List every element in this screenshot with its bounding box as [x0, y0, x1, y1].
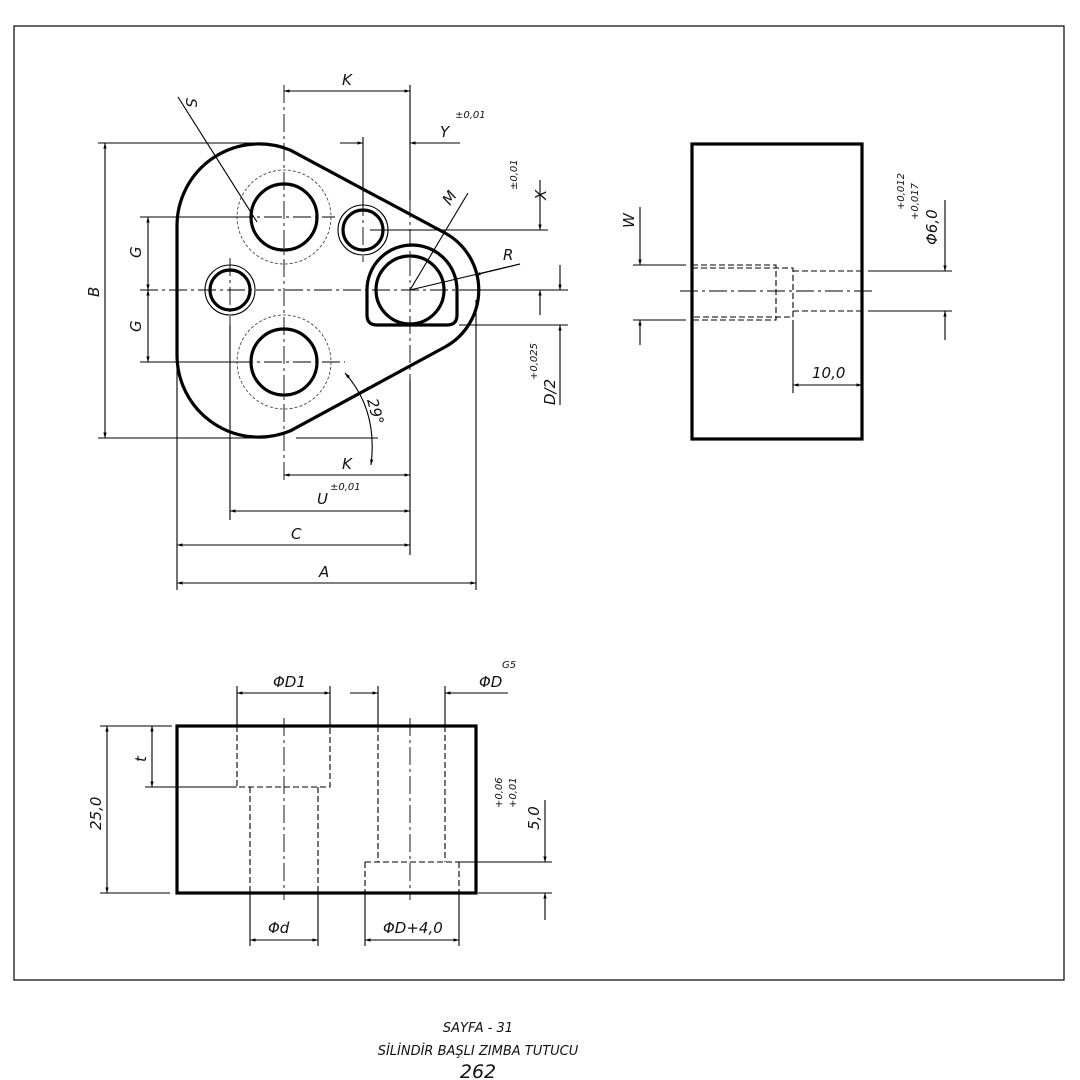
front-outline: [175, 724, 478, 895]
dim-u-tolerance: ±0,01: [330, 482, 361, 493]
pin-hole-left-ring: [204, 264, 256, 316]
dim-g-upper: G: [127, 246, 145, 258]
dim-k-top: K: [342, 71, 353, 89]
dim-5-tolerance-lower: +0,01: [508, 777, 519, 808]
dim-b: B: [85, 287, 103, 297]
dim-phi-d-fit: G5: [502, 660, 516, 671]
footer-number: 262: [460, 1061, 496, 1080]
footer-title: SİLİNDİR BAŞLI ZIMBA TUTUCU: [378, 1043, 579, 1059]
dim-w: W: [620, 212, 638, 228]
dim-5-tolerance-upper: +0,06: [494, 777, 505, 808]
dim-x-tolerance: ±0,01: [509, 159, 520, 190]
dim-y-tolerance: ±0,01: [455, 110, 486, 121]
dim-phi-d1: ΦD1: [273, 673, 306, 691]
punch-hole: [374, 254, 446, 326]
side-outline: [690, 142, 864, 441]
dim-x: X: [532, 189, 550, 201]
dim-phi-d: ΦD: [479, 673, 502, 691]
dim-d-half: D/2: [541, 379, 559, 405]
dim-d-half-tolerance: +0,025: [529, 343, 540, 380]
hidden-counterbore-left: [236, 726, 331, 893]
d-slot: [365, 243, 459, 327]
dim-5: 5,0: [525, 806, 543, 830]
hole-lower: [249, 327, 319, 397]
angle-arc: [344, 372, 374, 466]
dim-y: Y: [440, 123, 451, 141]
dim-phi-6: Φ6,0: [923, 209, 941, 245]
dim-angle: 29°: [363, 396, 387, 426]
hole-upper: [249, 182, 319, 252]
dim-phi-6-tolerance-lower: +0,012: [896, 173, 907, 210]
leader-m: [409, 192, 469, 291]
dim-phi-small-d: Φd: [268, 919, 290, 937]
dim-height: 25,0: [87, 797, 105, 830]
dim-phi-d-plus: ΦD+4,0: [383, 919, 443, 937]
dim-phi-6-tolerance-upper: +0,017: [910, 182, 921, 220]
dim-g-lower: G: [127, 320, 145, 332]
dim-t: t: [132, 755, 150, 762]
dim-u: U: [317, 490, 328, 508]
dim-m: M: [439, 187, 461, 208]
side-view: W Φ6,0 +0,017 +0,012 10,0: [620, 142, 952, 441]
dim-r: R: [503, 246, 513, 264]
dim-k-bottom: K: [342, 455, 353, 473]
dim-c: C: [291, 525, 302, 543]
footer-page: SAYFA - 31: [443, 1021, 513, 1036]
part-outline: [175, 142, 481, 439]
pin-hole-left: [208, 268, 252, 312]
hidden-bore: [692, 264, 862, 321]
drawing-frame: [13, 25, 1065, 981]
dim-a: A: [318, 563, 329, 581]
leader-s: [177, 96, 258, 223]
top-view: K Y ±0,01 S M R X ±0,01 D/2 +0,025 B: [85, 71, 568, 590]
hidden-counterbore-right: [364, 726, 460, 893]
front-view: ΦD1 ΦD G5 25,0 t 5,0 +0,06 +0,01 Φd ΦD+: [87, 660, 552, 946]
dim-depth: 10,0: [812, 364, 845, 382]
dim-s: S: [182, 98, 200, 108]
